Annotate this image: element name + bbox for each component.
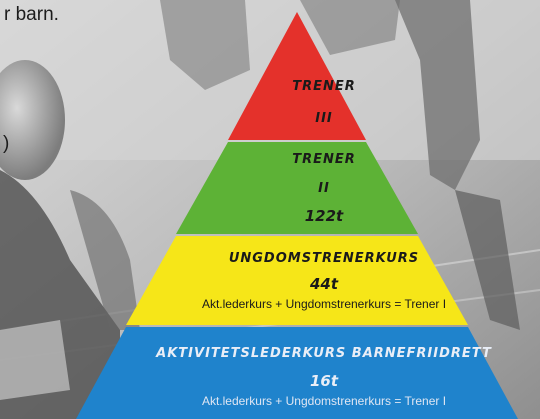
level-1-title: TRENER <box>292 79 356 94</box>
pyramid-level-aktivitetslederkurs <box>76 327 518 419</box>
pyramid-level-trener-2 <box>176 142 418 234</box>
level-2-hours: 122t <box>304 207 344 225</box>
level-4-note: Akt.lederkurs + Ungdomstrenerkurs = Tren… <box>201 394 447 408</box>
level-3-title: UNGDOMSTRENERKURS <box>228 251 420 266</box>
pyramid-level-ungdomstrenerkurs <box>126 236 468 325</box>
background-caption-mid: ) <box>3 133 10 154</box>
level-1-subtitle: III <box>315 111 333 126</box>
level-4-title: AKTIVITETSLEDERKURS BARNEFRIIDRETT <box>156 346 492 361</box>
level-2-title: TRENER <box>292 152 356 167</box>
level-4-hours: 16t <box>309 372 339 390</box>
level-2-subtitle: II <box>318 181 330 196</box>
level-3-note: Akt.lederkurs + Ungdomstrenerkurs = Tren… <box>201 297 447 311</box>
level-3-hours: 44t <box>309 275 339 293</box>
background-caption-top: r barn. <box>4 4 59 25</box>
pyramid-level-trener-3 <box>228 12 366 140</box>
